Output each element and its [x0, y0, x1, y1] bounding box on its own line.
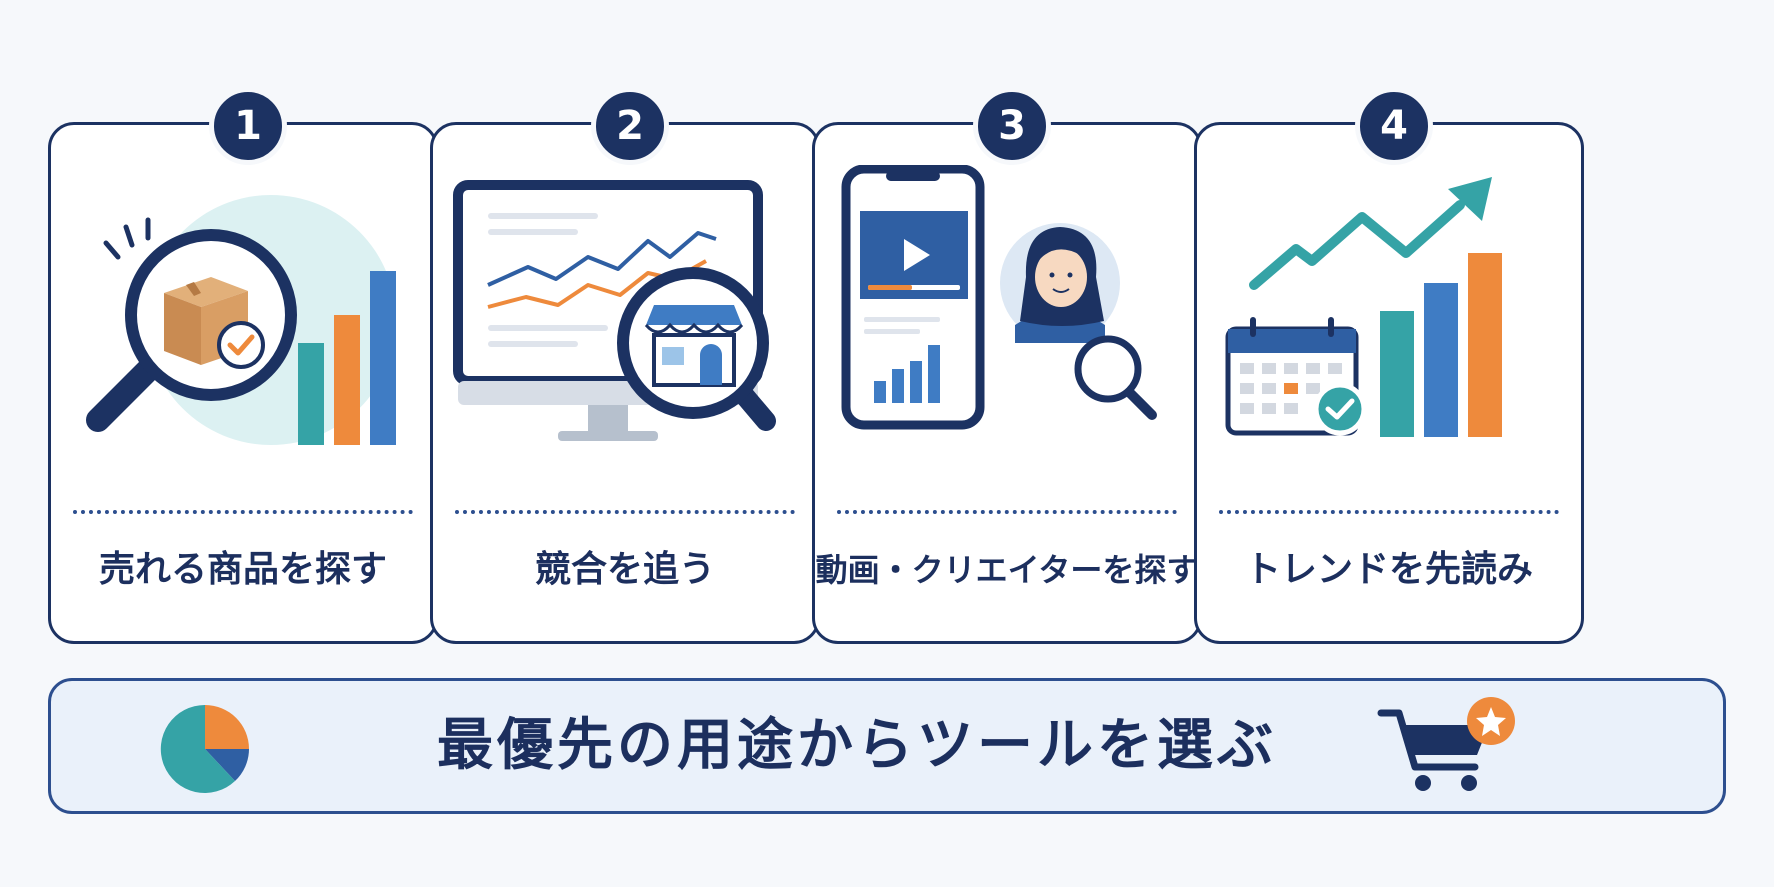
step-label: 売れる商品を探す	[98, 549, 387, 590]
step-number-badge: 2	[591, 87, 669, 165]
creator-avatar-icon	[1000, 223, 1157, 420]
dotted-divider	[837, 510, 1177, 514]
conclusion-banner: 最優先の用途からツールを選ぶ	[48, 678, 1726, 814]
step-number-badge: 3	[973, 87, 1051, 165]
store-magnifier-icon	[617, 267, 776, 431]
trend-arrow-icon	[1249, 177, 1502, 437]
cart-star-icon	[1377, 697, 1515, 791]
step-card-4: 4 トレンドを先読み	[1194, 87, 1584, 644]
dotted-divider	[1219, 510, 1559, 514]
step-label: トレンドを先読み	[1244, 549, 1533, 590]
banner-title: 最優先の用途からツールを選ぶ	[437, 713, 1277, 778]
pie-chart-icon	[160, 704, 249, 793]
step-card-2: 2 競合を追う	[430, 87, 820, 644]
step-card-3: 3 動画・クリエイターを探す	[812, 87, 1202, 644]
smartphone-video-icon	[841, 165, 985, 430]
step-label: 競合を追う	[534, 549, 715, 590]
bar-chart-icon	[298, 271, 396, 445]
step-label: 動画・クリエイターを探す	[815, 551, 1199, 589]
step-number-badge: 4	[1355, 87, 1433, 165]
magnifier-box-icon	[86, 195, 396, 445]
step-number-badge: 1	[209, 87, 287, 165]
dotted-divider	[73, 510, 413, 514]
calendar-icon	[1225, 317, 1367, 436]
dotted-divider	[455, 510, 795, 514]
step-card-1: 1 売れる商品を探す	[48, 87, 438, 644]
